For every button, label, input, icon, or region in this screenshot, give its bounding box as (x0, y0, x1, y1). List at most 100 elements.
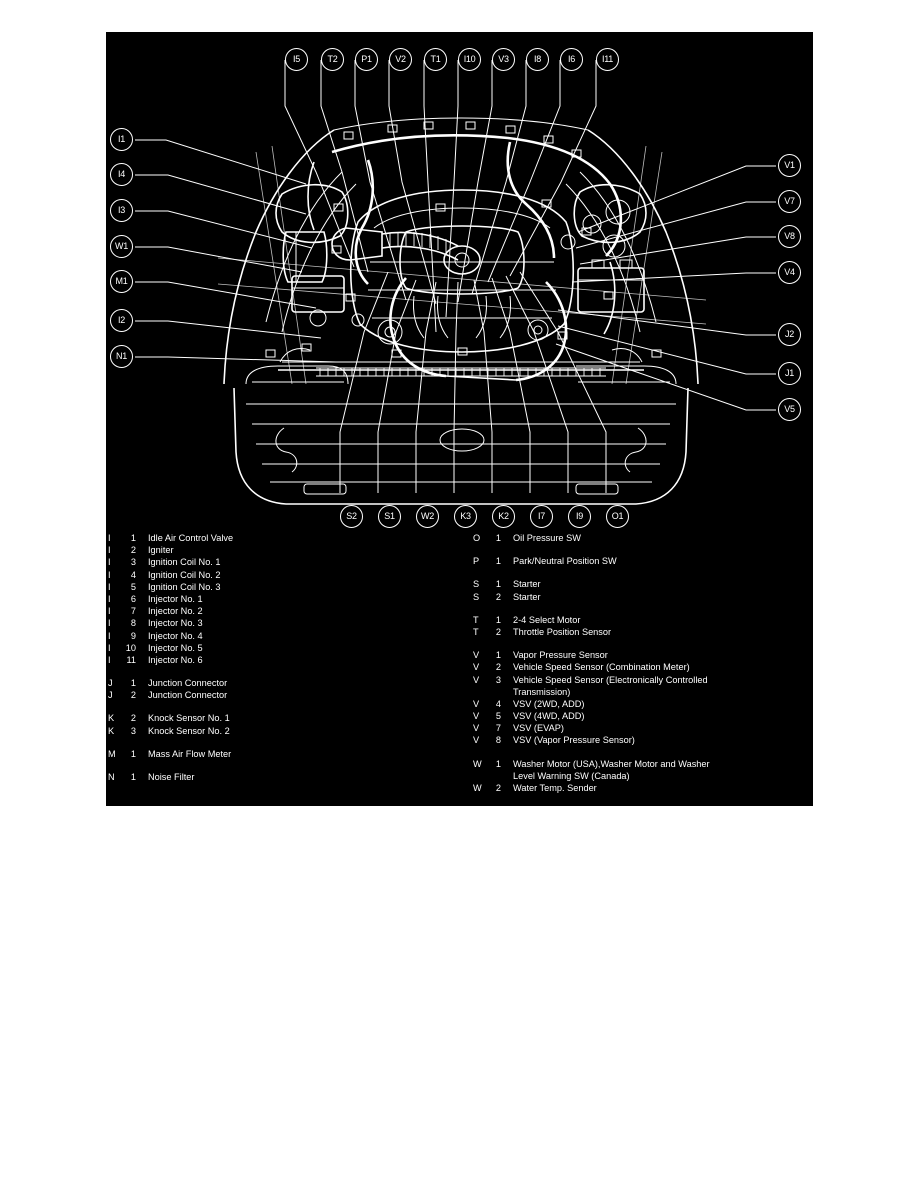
callout-bubble-i11[interactable]: I11 (596, 48, 619, 71)
legend-code-number: 2 (495, 591, 501, 602)
legend-code-number: 2 (130, 545, 136, 556)
legend-row: Level Warning SW (Canada) (473, 770, 813, 782)
callout-bubble-t1[interactable]: T1 (424, 48, 447, 71)
legend-code-letter: I (108, 533, 111, 543)
legend-code-letter: I (108, 569, 111, 580)
legend-code-letter: V (473, 650, 480, 661)
callout-bubble-s1[interactable]: S1 (378, 505, 401, 528)
callout-bubble-i5[interactable]: I5 (285, 48, 308, 71)
legend-code-number: 2 (495, 626, 501, 637)
callout-bubble-v1[interactable]: V1 (778, 154, 801, 177)
legend-code-letter: W (473, 758, 482, 769)
callout-bubble-i10[interactable]: I10 (458, 48, 481, 71)
legend-description: VSV (Vapor Pressure Sensor) (513, 735, 635, 746)
engine-assembly (349, 189, 575, 353)
callout-bubble-i2[interactable]: I2 (110, 309, 133, 332)
callout-bubble-p1[interactable]: P1 (355, 48, 378, 71)
legend-spacer (473, 747, 813, 758)
legend-code-letter: O (473, 533, 481, 543)
legend-description: Junction Connector (148, 690, 228, 701)
legend-code-number: 3 (495, 674, 501, 685)
leader-lines-top (284, 60, 597, 333)
legend-spacer (108, 701, 438, 712)
legend-spacer (108, 666, 438, 677)
callout-bubble-t2[interactable]: T2 (321, 48, 344, 71)
legend-description: Transmission) (513, 686, 571, 697)
legend-code-number: 5 (495, 711, 501, 722)
callout-bubble-w1[interactable]: W1 (110, 235, 133, 258)
legend-code-letter: S (473, 591, 480, 602)
callout-bubble-v5[interactable]: V5 (778, 398, 801, 421)
legend-code-number: 6 (130, 593, 136, 604)
callout-bubble-v7[interactable]: V7 (778, 190, 801, 213)
legend-spacer (108, 737, 438, 748)
legend-code-letter: M (108, 748, 116, 759)
legend-code-letter: I (108, 630, 111, 641)
inner-fenders (265, 171, 657, 333)
diagram-panel: .ln{fill:none;stroke:#ffffff;stroke-widt… (106, 32, 813, 806)
callout-bubble-o1[interactable]: O1 (606, 505, 629, 528)
callout-bubble-j2[interactable]: J2 (778, 323, 801, 346)
callout-bubble-m1[interactable]: M1 (110, 270, 133, 293)
legend-description: Starter (513, 591, 541, 602)
legend-code-letter: I (108, 642, 111, 653)
callout-bubble-i6[interactable]: I6 (560, 48, 583, 71)
legend-code-letter: T (473, 626, 479, 637)
legend-code-letter: V (473, 662, 480, 673)
leader-lines-bottom (339, 271, 607, 493)
callout-bubble-i3[interactable]: I3 (110, 199, 133, 222)
legend-description: 2-4 Select Motor (513, 614, 581, 625)
legend-description: Throttle Position Sensor (513, 626, 612, 637)
legend-description: Injector No. 6 (148, 654, 203, 665)
callout-bubble-v2[interactable]: V2 (389, 48, 412, 71)
legend-row: Transmission) (473, 686, 813, 698)
callout-bubble-k3[interactable]: K3 (454, 505, 477, 528)
legend-code-number: 1 (495, 614, 501, 625)
legend-code-number: 1 (495, 533, 501, 543)
legend-code-number: 1 (495, 579, 501, 590)
legend-description: Vapor Pressure Sensor (513, 650, 608, 661)
callout-bubble-s2[interactable]: S2 (340, 505, 363, 528)
callout-bubble-j1[interactable]: J1 (778, 362, 801, 385)
legend-spacer (473, 544, 813, 555)
harness-connectors (265, 121, 662, 358)
legend-code-letter: J (108, 690, 113, 701)
callout-bubble-i7[interactable]: I7 (530, 505, 553, 528)
callout-bubble-n1[interactable]: N1 (110, 345, 133, 368)
callout-bubble-i4[interactable]: I4 (110, 163, 133, 186)
legend-description: Ignition Coil No. 2 (148, 569, 221, 580)
callout-bubble-v8[interactable]: V8 (778, 225, 801, 248)
legend-code-number: 2 (495, 662, 501, 673)
radiator-core (316, 367, 606, 377)
callout-bubble-i1[interactable]: I1 (110, 128, 133, 151)
callout-bubble-k2[interactable]: K2 (492, 505, 515, 528)
callout-bubble-i9[interactable]: I9 (568, 505, 591, 528)
callout-bubble-v4[interactable]: V4 (778, 261, 801, 284)
legend-code-number: 1 (130, 748, 136, 759)
legend-code-letter: T (473, 614, 479, 625)
washer-reservoir (282, 231, 328, 283)
callout-bubble-v3[interactable]: V3 (492, 48, 515, 71)
legend-description: Injector No. 2 (148, 606, 203, 617)
callout-bubble-w2[interactable]: W2 (416, 505, 439, 528)
legend-code-number: 1 (130, 678, 136, 689)
leader-lines-left (135, 139, 337, 363)
callout-bubble-i8[interactable]: I8 (526, 48, 549, 71)
legend-row: T 1 2-4 Select Motor (473, 614, 813, 626)
legend-code-letter: J (108, 678, 113, 689)
